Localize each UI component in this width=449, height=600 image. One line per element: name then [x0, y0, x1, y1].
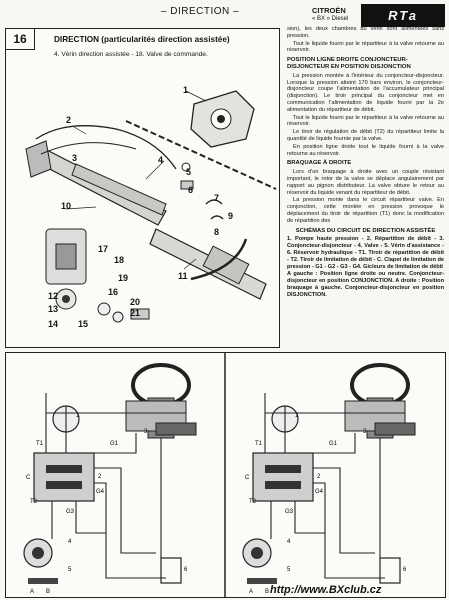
ligne-droite-paragraph-2: Tout le liquide fourni par le répartiteu… [287, 114, 444, 128]
label-t2-left: T2 [30, 499, 38, 505]
label-3-right: 3 [363, 429, 367, 435]
callout-21: 21 [130, 308, 141, 318]
heading-ligne-droite: POSITION LIGNE DROITE CONJONCTEUR-DISJON… [287, 57, 411, 70]
figure-panel: 16 DIRECTION (particularités direction a… [5, 28, 280, 348]
label-a-left: A [30, 589, 34, 595]
callout-5: 5 [186, 167, 192, 177]
figure-subtitle: 4. Vérin direction assistée - 18. Valve … [54, 51, 208, 58]
label-g1-right: G1 [329, 441, 338, 447]
label-4-right: 4 [287, 539, 291, 545]
braquage-paragraph-1: Lors d'un braquage à droite avec un coup… [287, 169, 444, 196]
intro-paragraph-1: sion), les deux chambres du vérin sont a… [287, 26, 444, 39]
callout-19: 19 [118, 273, 129, 283]
rta-logo: RTa [361, 4, 445, 27]
label-2-left: 2 [98, 474, 102, 480]
callout-3: 3 [72, 153, 78, 163]
brand-block: CITROËN « BX » Diesel [312, 6, 348, 24]
callout-8: 8 [214, 227, 220, 237]
label-g4-left: G4 [96, 489, 105, 495]
label-c-right: C [245, 475, 250, 481]
braquage-paragraph-2: La pression monte dans le circuit répart… [287, 197, 444, 224]
label-6-right: 6 [403, 567, 407, 573]
label-g1-left: G1 [110, 441, 119, 447]
callout-1: 1 [183, 85, 189, 95]
callout-9: 9 [228, 211, 234, 221]
label-t1-right: T1 [255, 441, 263, 447]
brand-name: CITROËN [312, 6, 346, 15]
label-6-left: 6 [184, 567, 188, 573]
callout-20: 20 [130, 297, 141, 307]
label-g4-right: G4 [315, 489, 324, 495]
callout-16: 16 [108, 287, 119, 297]
model-name: « BX » Diesel [312, 16, 349, 22]
callout-7: 7 [214, 193, 220, 203]
schematic-right [242, 363, 416, 584]
text-column: sion), les deux chambres du vérin sont a… [287, 26, 444, 299]
schematic-left [23, 363, 197, 584]
label-5-right: 5 [287, 567, 291, 573]
label-4-left: 4 [68, 539, 72, 545]
callout-2: 2 [66, 115, 72, 125]
ligne-droite-paragraph-1: La pression montée à l'intérieur du conj… [287, 72, 444, 113]
figure-number: 16 [6, 29, 35, 50]
label-3-left: 3 [144, 429, 148, 435]
source-credit: http://www.BXclub.cz [270, 584, 382, 596]
legend-positions: A gauche : Position ligne droite ou neut… [287, 271, 444, 298]
callout-13: 13 [48, 304, 59, 314]
label-c-left: C [26, 475, 31, 481]
label-2-right: 2 [317, 474, 321, 480]
callout-12: 12 [48, 291, 59, 301]
callout-6: 6 [188, 185, 194, 195]
steering-exploded-diagram [25, 90, 277, 323]
label-a-right: A [249, 589, 253, 595]
callout-15: 15 [78, 319, 89, 329]
callout-11: 11 [178, 271, 188, 281]
label-t1-left: T1 [36, 441, 44, 447]
callout-4: 4 [158, 155, 164, 165]
hydraulic-schematic-panel: 1 T1 C T2 2 G4 G3 G1 3 4 5 6 A B 1 T1 C … [5, 352, 446, 598]
schema-legend: 1. Pompe haute pression - 2. Répartition… [287, 236, 444, 298]
ligne-droite-paragraph-3: Le tiroir de régulation de débit (T2) du… [287, 129, 444, 142]
callout-18: 18 [114, 255, 125, 265]
legend-parts: 1. Pompe haute pression - 2. Répartition… [287, 236, 444, 270]
heading-schemas: SCHÉMAS DU CIRCUIT DE DIRECTION ASSISTÉE [295, 227, 436, 234]
callout-10: 10 [61, 201, 72, 211]
label-b-right: B [265, 589, 269, 595]
hydraulic-schematics-svg: 1 T1 C T2 2 G4 G3 G1 3 4 5 6 A B 1 T1 C … [23, 353, 416, 597]
callout-17: 17 [98, 244, 109, 254]
ligne-droite-paragraph-4: En position ligne droite tout le liquide… [287, 143, 444, 157]
label-1-right: 1 [295, 413, 299, 419]
label-1-left: 1 [76, 413, 80, 419]
label-g3-left: G3 [66, 509, 75, 515]
figure-title: DIRECTION (particularités direction assi… [54, 35, 230, 44]
callout-14: 14 [48, 319, 59, 329]
label-t2-right: T2 [249, 499, 257, 505]
intro-paragraph-2: Tout le liquide fourni par le répartiteu… [287, 40, 444, 54]
heading-braquage: BRAQUAGE À DROITE [287, 160, 352, 167]
page-header-title: – DIRECTION – [160, 6, 240, 17]
label-b-left: B [46, 589, 50, 595]
label-5-left: 5 [68, 567, 72, 573]
label-g3-right: G3 [285, 509, 294, 515]
